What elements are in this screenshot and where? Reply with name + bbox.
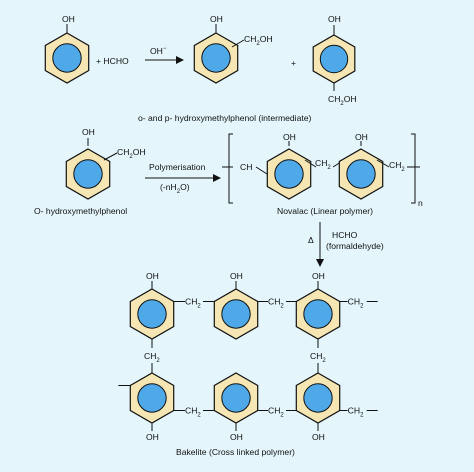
hcho-reagent-label: + HCHO xyxy=(96,56,129,66)
novalac-ch2-mid-label: CH2 xyxy=(315,158,331,171)
bakelite-rings xyxy=(129,288,341,424)
bakelite-vertical-ch2-label-1: CH2 xyxy=(144,351,160,364)
novalac-caption: Novalac (Linear polymer) xyxy=(277,206,373,216)
bakelite-bottom-ch2-label-1: CH2 xyxy=(185,406,201,419)
bakelite-top-ch2-label-1: CH2 xyxy=(185,297,201,310)
intermediate-caption: o- and p- hydroxymethylphenol (intermedi… xyxy=(138,113,312,123)
para-aromatic-circle xyxy=(319,44,349,74)
bakelite-top-ch2-label-2: CH2 xyxy=(268,297,284,310)
bakelite-vertical-ch2-label-2: CH2 xyxy=(310,351,326,364)
bakelite-bottom-oh-label-3: OH xyxy=(312,432,325,442)
phenol-ring xyxy=(44,32,90,84)
o-hydroxymethylphenol-ring xyxy=(65,148,111,200)
reactant-oh-label: OH xyxy=(82,127,95,137)
novalac-left-bracket xyxy=(228,133,233,204)
novalac-ring-1 xyxy=(266,148,312,200)
bakelite-bottom-3-aromatic-circle xyxy=(303,383,333,413)
phenol-oh-label: OH xyxy=(62,14,75,24)
novalac-oh2-label: OH xyxy=(355,132,368,142)
bakelite-top-3-aromatic-circle xyxy=(303,299,333,329)
bakelite-bottom-ch2-label-2: CH2 xyxy=(268,406,284,419)
bakelite-bottom-right-ch2-label: CH2 xyxy=(348,406,364,419)
ortho-ch2oh-label: CH2OH xyxy=(244,34,273,47)
novalac-ch-label: CH xyxy=(240,162,252,172)
para-ch2oh-label: CH2OH xyxy=(328,94,357,107)
bakelite-caption: Bakelite (Cross linked polymer) xyxy=(176,447,295,457)
bakelite-top-oh-label-2: OH xyxy=(230,271,243,281)
ortho-aromatic-circle xyxy=(201,43,231,73)
reactant-ch2-bond xyxy=(103,152,118,161)
novalac-oh1-label: OH xyxy=(283,132,296,142)
bakelite-bottom-2-aromatic-circle xyxy=(221,383,251,413)
water-loss-label: (-nH2O) xyxy=(160,182,190,195)
ortho-hydroxymethylphenol-ring xyxy=(193,32,239,84)
para-oh-label: OH xyxy=(328,14,341,24)
hydroxide-catalyst-label: OH− xyxy=(150,46,167,56)
ortho-ch2-bond xyxy=(231,39,245,48)
novalac-right-bracket xyxy=(411,133,416,204)
novalac-ch2-end-bond xyxy=(376,159,390,168)
o-hydroxymethylphenol-caption: O- hydroxymethylphenol xyxy=(34,206,127,216)
novalac-2-aromatic-circle xyxy=(346,159,376,189)
para-hydroxymethylphenol-ring xyxy=(312,34,356,84)
repeat-unit-n: n xyxy=(418,198,423,208)
phenol-aromatic-circle xyxy=(52,43,82,73)
ortho-oh-label: OH xyxy=(210,14,223,24)
bakelite-top-right-ch2-label: CH2 xyxy=(348,297,364,310)
reactant-aromatic-circle xyxy=(73,159,103,189)
plus-sign: + xyxy=(291,58,296,68)
hcho-reagent-label-2: HCHO xyxy=(332,230,358,240)
bakelite-top-oh-label-1: OH xyxy=(146,271,159,281)
bakelite-bottom-oh-label-2: OH xyxy=(230,432,243,442)
novalac-ch-bond xyxy=(255,166,268,175)
heat-delta-label: Δ xyxy=(308,235,314,245)
polymerisation-label: Polymerisation xyxy=(149,162,206,172)
novalac-1-aromatic-circle xyxy=(274,159,304,189)
bakelite-bottom-1-aromatic-circle xyxy=(137,383,167,413)
bakelite-top-1-aromatic-circle xyxy=(137,299,167,329)
novalac-ch2-end-label: CH2 xyxy=(389,160,405,173)
bakelite-bottom-oh-label-1: OH xyxy=(146,432,159,442)
novalac-ch2-mid-bond-a xyxy=(304,159,317,168)
reactant-ch2oh-label: CH2OH xyxy=(117,147,146,160)
bakelite-top-2-aromatic-circle xyxy=(221,299,251,329)
bakelite-top-oh-label-3: OH xyxy=(312,271,325,281)
novalac-ring-2 xyxy=(338,148,384,200)
formaldehyde-label: (formaldehyde) xyxy=(326,241,384,251)
